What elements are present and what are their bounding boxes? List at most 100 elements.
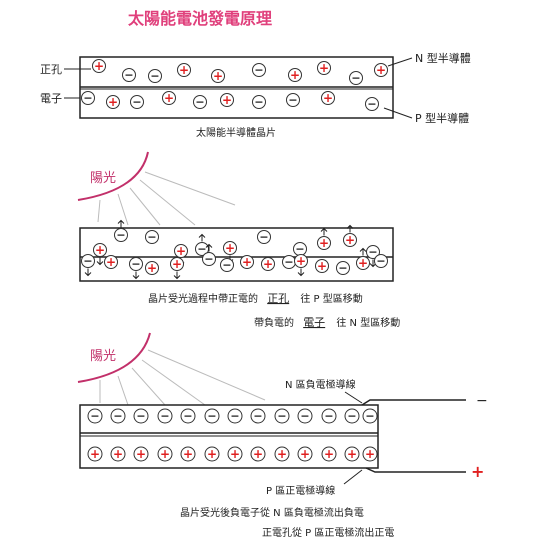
electron-particle: − (148, 69, 162, 83)
hole-particle: + (92, 59, 106, 73)
electron-particle: − (87, 408, 103, 424)
svg-text:+: + (160, 447, 170, 461)
hole-particle: + (321, 446, 337, 462)
sun-ray (117, 375, 129, 406)
hole-particle: + (106, 95, 120, 109)
electron-particle: − (193, 95, 207, 109)
svg-text:+: + (365, 447, 375, 461)
svg-text:+: + (108, 95, 118, 109)
diagram-3-top-particles: −−−−−−−−−−−−− (87, 408, 378, 424)
hole-particle: + (321, 91, 335, 105)
svg-text:+: + (90, 447, 100, 461)
hole-particle: + (297, 446, 313, 462)
hole-particle: + (162, 91, 176, 105)
svg-text:+: + (324, 447, 334, 461)
svg-text:−: − (376, 255, 385, 268)
svg-text:−: − (116, 229, 125, 242)
hole-particle: + (261, 257, 275, 271)
hole-particle: + (93, 243, 107, 266)
hole-particle: + (356, 247, 370, 270)
p-wire-label: P 區正電極導線 (266, 484, 335, 497)
svg-text:+: + (376, 63, 386, 77)
svg-text:+: + (222, 93, 232, 107)
diagram-3-current-flow: 陽光 − + N 區負電極導線 P 區正電極導線 −−−−−−−−−−−−− +… (77, 332, 488, 539)
svg-text:+: + (147, 261, 157, 275)
diagram-1-bottom-particles: −+−+−+−−+− (81, 91, 379, 111)
svg-text:+: + (225, 241, 235, 255)
electron-particle: − (250, 408, 266, 424)
svg-text:+: + (213, 69, 223, 83)
svg-text:−: − (150, 70, 159, 83)
svg-text:−: − (300, 410, 309, 423)
svg-text:−: − (183, 410, 192, 423)
hole-particle: + (374, 63, 388, 77)
svg-text:+: + (94, 59, 104, 73)
page-title: 太陽能電池發電原理 (127, 9, 272, 28)
svg-text:−: − (132, 96, 141, 109)
electron-particle: − (130, 95, 144, 109)
sun-rays (97, 171, 236, 226)
svg-text:−: − (253, 410, 262, 423)
svg-text:+: + (277, 447, 287, 461)
electron-particle: − (133, 408, 149, 424)
hole-particle: + (274, 446, 290, 462)
svg-text:−: − (295, 243, 304, 256)
hole-particle: + (317, 227, 331, 250)
hole-particle: + (177, 63, 191, 77)
hole-particle: + (362, 446, 378, 462)
svg-text:−: − (368, 246, 377, 259)
svg-text:+: + (319, 236, 329, 250)
hole-particle: + (170, 257, 184, 280)
sun-ray (97, 199, 101, 223)
electron-particle: − (122, 68, 136, 82)
electron-particle: − (297, 408, 313, 424)
sun-ray (131, 367, 166, 406)
svg-text:−: − (230, 410, 239, 423)
hole-particle: + (344, 446, 360, 462)
hole-particle: + (317, 61, 331, 75)
electron-particle: − (321, 408, 337, 424)
svg-text:−: − (254, 64, 263, 77)
hole-particle: + (204, 446, 220, 462)
sunlight-label: 陽光 (90, 171, 116, 186)
electron-particle: − (114, 219, 128, 242)
hole-particle: + (104, 255, 118, 269)
svg-text:−: − (113, 410, 122, 423)
svg-text:+: + (136, 447, 146, 461)
wafer-outline (79, 227, 394, 282)
svg-text:−: − (83, 92, 92, 105)
sun-ray (129, 187, 161, 226)
hole-particle: + (180, 446, 196, 462)
n-wire-pointer (344, 391, 363, 404)
p-wire-pointer (343, 469, 363, 485)
svg-text:+: + (164, 91, 174, 105)
svg-text:+: + (95, 243, 105, 257)
hole-particle: + (294, 254, 308, 277)
electron-particle: − (365, 97, 379, 111)
svg-text:−: − (204, 253, 213, 266)
caption-text: 帶負電的 (254, 316, 294, 329)
electron-particle: − (145, 230, 159, 244)
svg-text:+: + (345, 233, 355, 247)
svg-text:+: + (290, 68, 300, 82)
electron-particle: − (257, 230, 271, 244)
svg-text:+: + (263, 257, 273, 271)
svg-text:−: − (124, 69, 133, 82)
electron-particle: − (204, 408, 220, 424)
svg-text:+: + (296, 254, 306, 268)
svg-text:+: + (253, 447, 263, 461)
sun-arc (77, 332, 151, 383)
electron-particle: − (293, 242, 307, 265)
svg-text:−: − (207, 410, 216, 423)
svg-text:−: − (90, 410, 99, 423)
hole-particle: + (110, 446, 126, 462)
electron-term: 電子 (303, 316, 325, 329)
electron-particle: − (157, 408, 173, 424)
svg-text:−: − (222, 259, 231, 272)
svg-text:+: + (113, 447, 123, 461)
electron-particle: − (362, 408, 378, 424)
svg-text:−: − (160, 410, 169, 423)
svg-text:−: − (288, 94, 297, 107)
hole-particle: + (250, 446, 266, 462)
